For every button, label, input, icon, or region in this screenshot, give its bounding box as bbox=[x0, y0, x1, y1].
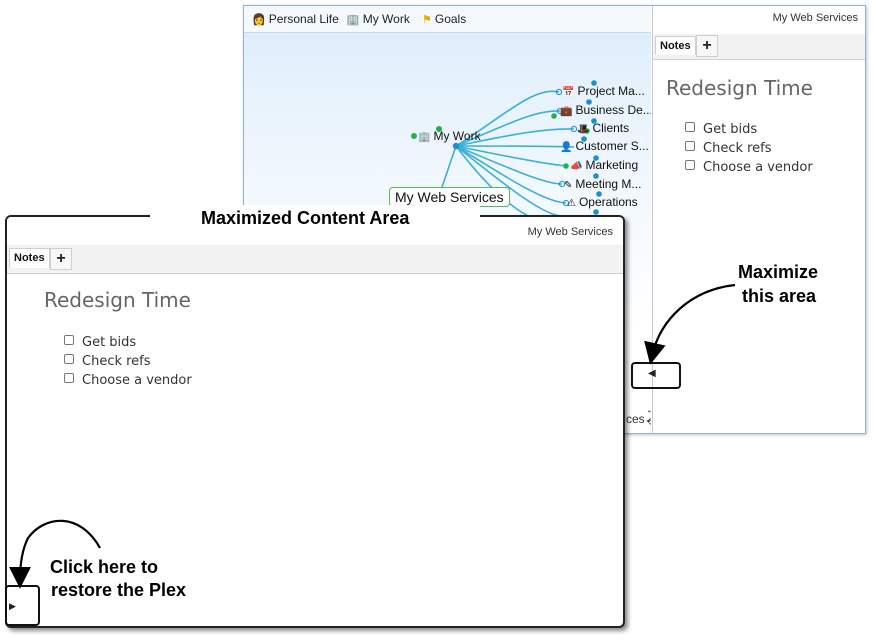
pin-label: Goals bbox=[434, 12, 467, 26]
add-tab-button[interactable]: + bbox=[50, 248, 72, 270]
briefcase-icon: 💼 bbox=[560, 106, 573, 117]
checklist-text: Choose a vendor bbox=[82, 373, 192, 388]
link-line bbox=[455, 145, 563, 185]
megaphone-icon: 📣 bbox=[570, 161, 583, 172]
child-thought[interactable]: ⚠Operations bbox=[567, 195, 638, 209]
node-text: Meeting M... bbox=[575, 177, 642, 191]
office-icon: 🏢 bbox=[346, 14, 360, 26]
node-dot bbox=[436, 126, 442, 132]
checklist-text: Get bids bbox=[703, 122, 758, 137]
flag-icon: ⚑ bbox=[422, 14, 432, 26]
child-thought[interactable]: 📅Project Ma... bbox=[562, 84, 645, 98]
pin-label: Personal Life bbox=[268, 12, 339, 26]
pins-bar: 👩Personal Life 🏢My Work ⚑Goals bbox=[244, 6, 651, 33]
link-line bbox=[455, 145, 567, 204]
node-text: Operations bbox=[578, 195, 638, 209]
pin-label: My Work bbox=[362, 12, 410, 26]
checkbox[interactable] bbox=[685, 122, 695, 132]
tab-notes[interactable]: Notes bbox=[655, 36, 696, 55]
pin-personal-life[interactable]: 👩Personal Life bbox=[252, 12, 339, 26]
callout-restore-line1: Click here to bbox=[50, 557, 159, 577]
hub-node bbox=[452, 142, 460, 150]
content-title: My Web Services bbox=[772, 12, 858, 24]
checklist-text: Check refs bbox=[703, 141, 772, 156]
tab-notes[interactable]: Notes bbox=[9, 248, 50, 268]
checklist-text: Choose a vendor bbox=[703, 160, 813, 175]
callout-maximize-line1: Maximize bbox=[738, 262, 819, 282]
node-text: Customer S... bbox=[575, 139, 649, 153]
checklist-text: Check refs bbox=[82, 354, 151, 369]
child-thought[interactable]: 📣Marketing bbox=[570, 158, 638, 172]
child-thought[interactable]: 🎩Clients bbox=[577, 121, 629, 135]
node-text: Business De... bbox=[575, 103, 651, 117]
person-icon: 👩 bbox=[252, 14, 266, 26]
child-thought[interactable]: 💼Business De... bbox=[560, 103, 651, 117]
checkbox[interactable] bbox=[64, 354, 74, 364]
pin-my-work[interactable]: 🏢My Work bbox=[346, 12, 410, 26]
content-area: My Web Services Notes + Redesign Time Ge… bbox=[652, 6, 865, 433]
link-line bbox=[455, 145, 563, 217]
person-icon: 👤 bbox=[560, 142, 573, 153]
hat-icon: 🎩 bbox=[577, 124, 590, 135]
link-line bbox=[455, 128, 575, 147]
child-thought[interactable]: 👤Customer S... bbox=[560, 139, 649, 153]
checkbox[interactable] bbox=[64, 373, 74, 383]
add-tab-button[interactable]: + bbox=[696, 35, 718, 57]
pencil-icon: ✎ bbox=[564, 180, 573, 191]
restore-plex-arrow-icon[interactable]: ▶ bbox=[9, 601, 16, 611]
node-text: My Work bbox=[433, 129, 481, 143]
parent-thought-my-work[interactable]: 🏢My Work bbox=[418, 129, 481, 143]
parent-node-dot bbox=[411, 133, 417, 139]
tab-strip bbox=[7, 245, 623, 274]
checkbox[interactable] bbox=[64, 335, 74, 345]
link-line bbox=[455, 145, 575, 148]
node-text: Clients bbox=[592, 121, 630, 135]
restore-plex-button-highlight[interactable] bbox=[5, 585, 40, 626]
active-thought[interactable]: My Web Services bbox=[389, 187, 510, 207]
callout-backdrop bbox=[150, 205, 480, 227]
maximize-arrow-icon[interactable]: ◀ bbox=[648, 368, 656, 379]
node-text: Marketing bbox=[585, 158, 639, 172]
calendar-icon: 📅 bbox=[562, 87, 575, 98]
maximize-button-highlight[interactable] bbox=[631, 362, 681, 389]
link-line bbox=[441, 145, 457, 188]
callout-maximize-line2: this area bbox=[742, 286, 817, 306]
office-icon: 🏢 bbox=[418, 132, 431, 143]
cycle-icon[interactable]: ⟲ bbox=[646, 417, 651, 428]
checklist-item[interactable]: Get bids bbox=[685, 122, 757, 137]
checkbox[interactable] bbox=[685, 160, 695, 170]
note-title: Redesign Time bbox=[666, 76, 813, 100]
resize-arrows-icon[interactable]: ↔ bbox=[646, 405, 651, 416]
checklist-item[interactable]: Choose a vendor bbox=[685, 160, 813, 175]
note-title: Redesign Time bbox=[44, 288, 191, 312]
checklist-item[interactable]: Get bids bbox=[64, 335, 136, 350]
checkbox[interactable] bbox=[685, 141, 695, 151]
network-icon: ⚠ bbox=[567, 198, 576, 209]
checklist-item[interactable]: Check refs bbox=[685, 141, 772, 156]
link-line bbox=[455, 145, 567, 167]
link-line bbox=[455, 110, 561, 147]
content-title: My Web Services bbox=[527, 226, 613, 238]
checklist-item[interactable]: Check refs bbox=[64, 354, 151, 369]
checklist-item[interactable]: Choose a vendor bbox=[64, 373, 192, 388]
link-line bbox=[455, 90, 560, 147]
partial-label: ces bbox=[626, 412, 645, 426]
checklist-text: Get bids bbox=[82, 335, 137, 350]
pin-goals[interactable]: ⚑Goals bbox=[422, 12, 466, 26]
callout-maximized-area: Maximized Content Area bbox=[201, 208, 410, 228]
callout-restore-line2: restore the Plex bbox=[51, 580, 187, 600]
child-thought[interactable]: ✎Meeting M... bbox=[564, 177, 641, 191]
node-text: Project Ma... bbox=[577, 84, 645, 98]
